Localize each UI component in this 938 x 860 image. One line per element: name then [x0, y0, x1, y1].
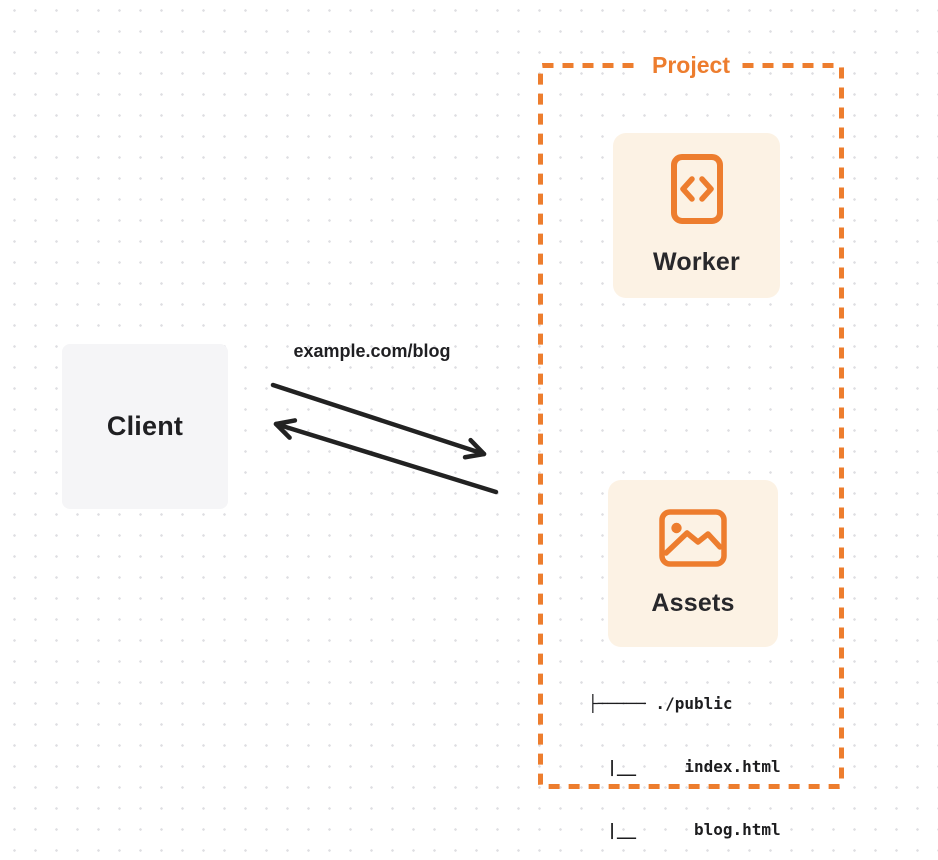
tree-line-index: |__ index.html — [588, 757, 781, 776]
client-node: Client — [62, 344, 228, 509]
tree-line-blog: |__ blog.html — [588, 820, 781, 839]
response-arrow — [273, 418, 499, 495]
assets-file-tree: ├───── ./public |__ index.html |__ blog.… — [588, 651, 781, 860]
request-url-label: example.com/blog — [293, 341, 451, 361]
project-label: Project — [642, 51, 740, 79]
assets-label: Assets — [651, 589, 735, 617]
assets-node: Assets — [608, 480, 778, 647]
code-file-icon — [670, 154, 723, 224]
tree-line-public: ├───── ./public — [588, 694, 733, 713]
worker-label: Worker — [653, 248, 740, 276]
client-label: Client — [106, 411, 184, 441]
request-arrow — [270, 382, 487, 460]
image-icon — [659, 509, 727, 567]
worker-node: Worker — [613, 133, 780, 298]
project-container: Project Worker Assets ├───── ./public |_… — [538, 51, 844, 839]
